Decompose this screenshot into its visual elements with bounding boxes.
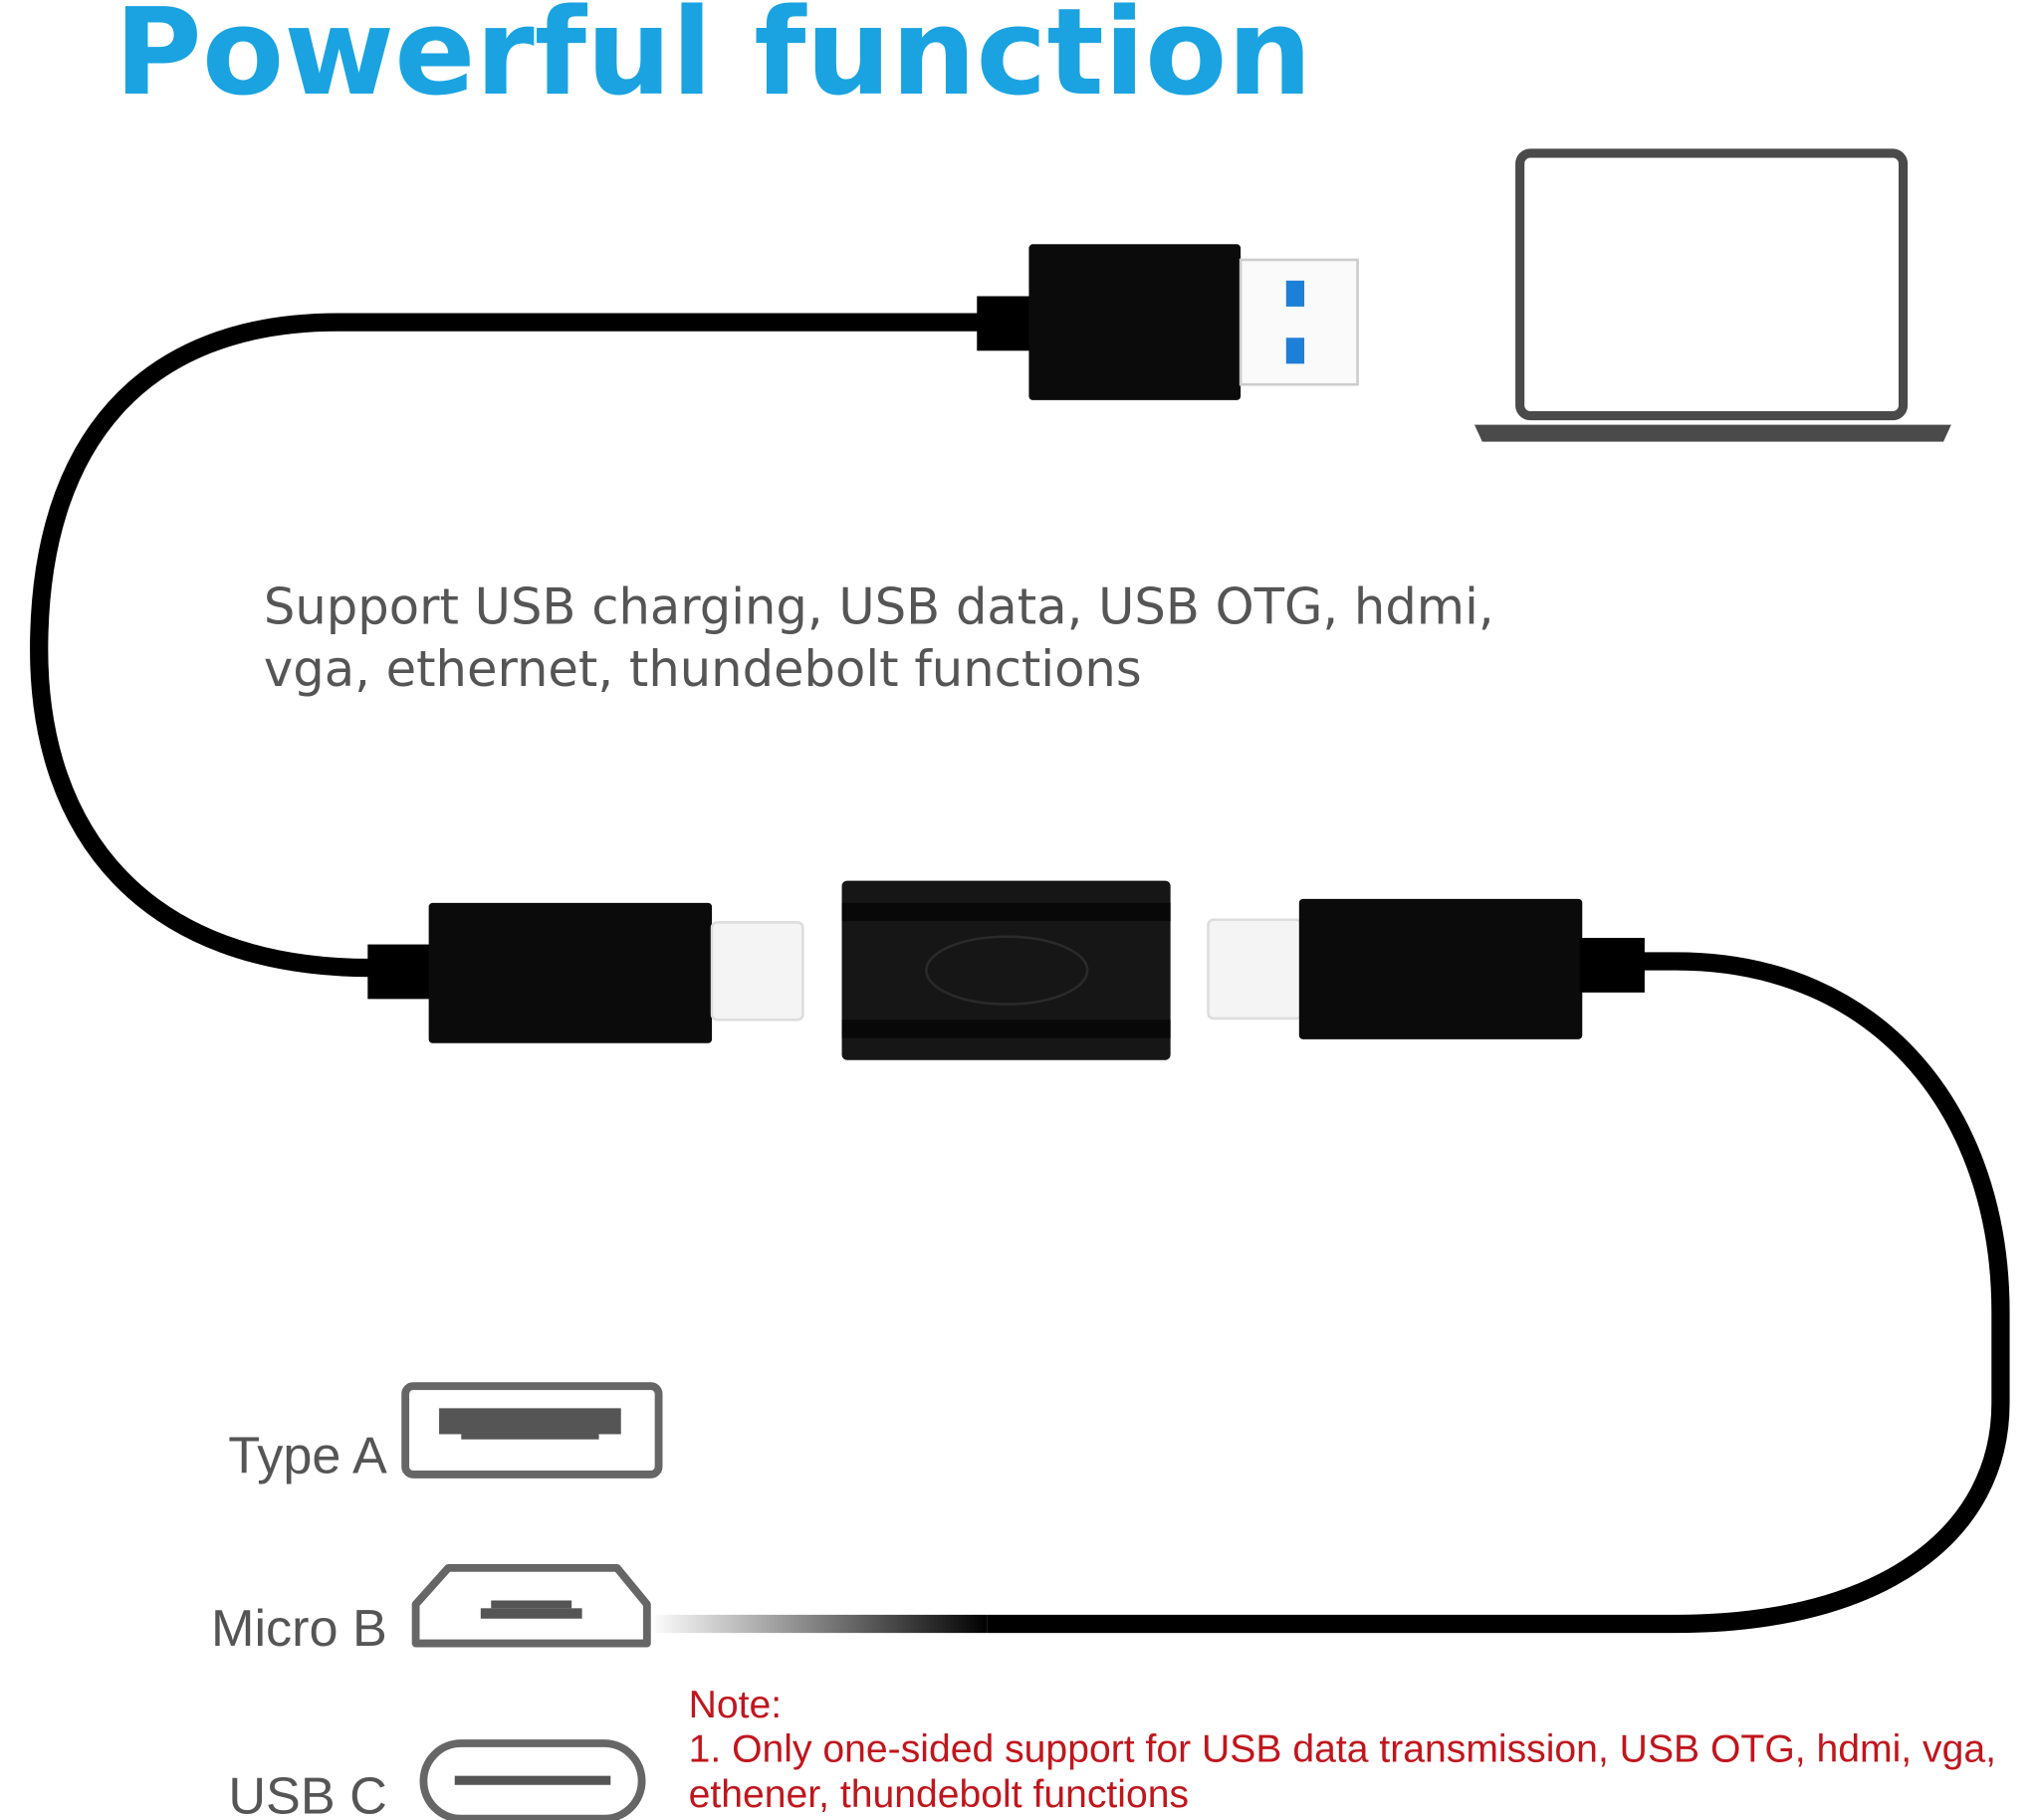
- usb-type-a-port-icon: [401, 1382, 663, 1479]
- note-line-2: ethener, thundebolt functions: [689, 1773, 1190, 1816]
- type-a-label: Type A: [228, 1428, 387, 1485]
- laptop-icon: [1473, 148, 1951, 442]
- usb-c-plug-right: [1207, 898, 1645, 1039]
- micro-b-label: Micro B: [211, 1600, 387, 1658]
- usb-c-plug-left: [367, 902, 804, 1043]
- note-line-1: 1. Only one-sided support for USB data t…: [689, 1727, 1996, 1770]
- description-line-2: vga, ethernet, thundebolt functions: [264, 640, 1142, 698]
- usb-c-coupler: [841, 880, 1171, 1060]
- lower-cable: [987, 952, 2010, 1634]
- usb-c-label: USB C: [228, 1767, 387, 1820]
- micro-b-port-icon: [411, 1563, 651, 1648]
- page-title: Powerful function: [114, 0, 1312, 122]
- usb-c-port-icon: [419, 1739, 646, 1820]
- usb-a-plug: [977, 244, 1359, 400]
- description-line-1: Support USB charging, USB data, USB OTG,…: [264, 577, 1494, 635]
- note-heading: Note:: [689, 1684, 783, 1726]
- upper-cable: [30, 313, 988, 978]
